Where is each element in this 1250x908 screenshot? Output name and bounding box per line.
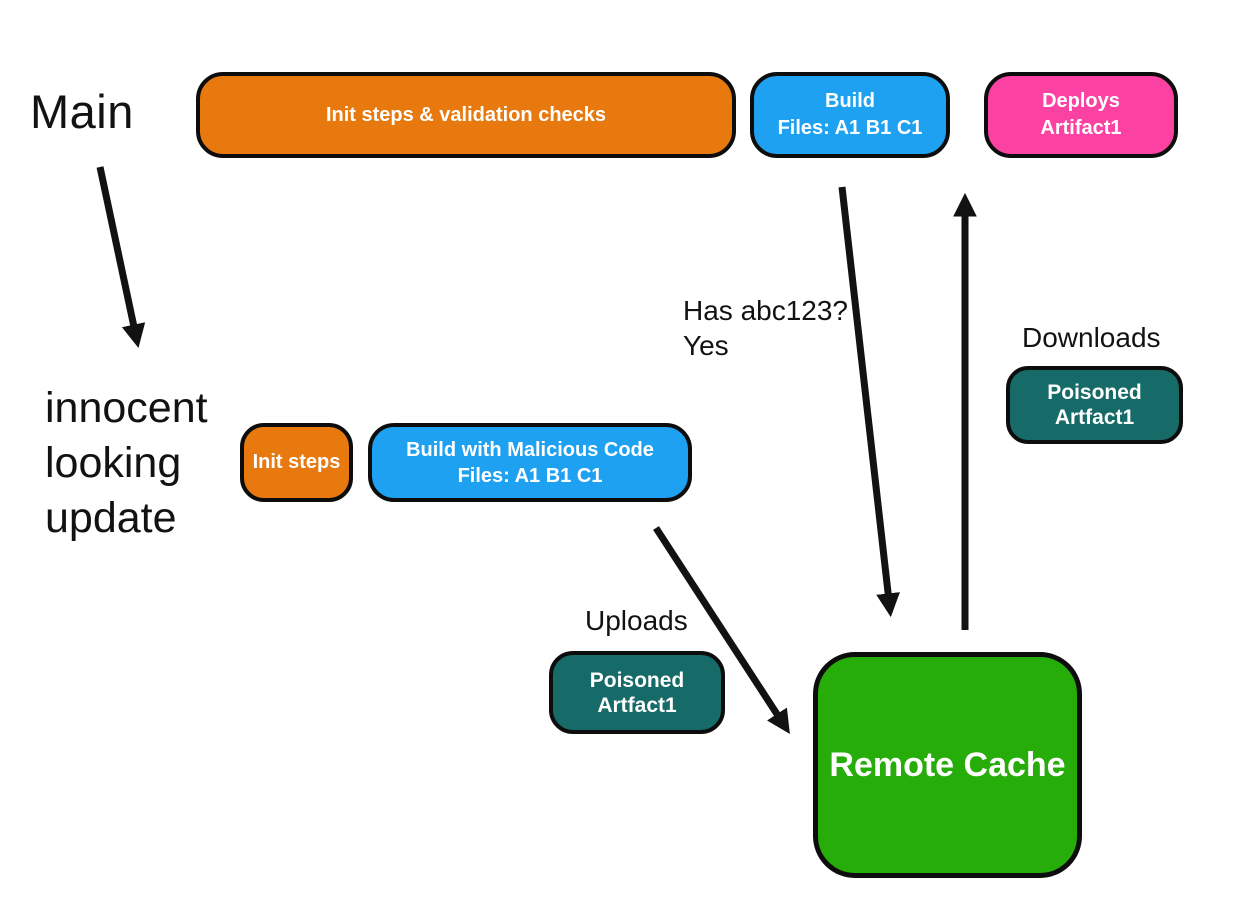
node-label-line: Build with Malicious Code — [406, 438, 654, 461]
node-label-line: Poisoned — [589, 668, 685, 692]
node-label-line: Artfact1 — [597, 693, 677, 717]
node-remote-cache: Remote Cache — [813, 652, 1082, 878]
branch-label-line: update — [45, 494, 177, 542]
node-build-files: Build Files: A1 B1 C1 — [750, 72, 950, 158]
annotation-uploads: Uploads — [585, 605, 688, 636]
annotation-line: Yes — [683, 330, 729, 361]
node-label: Remote Cache — [829, 745, 1066, 784]
branch-label-line: looking — [45, 439, 182, 487]
node-label-line: Artfact1 — [1054, 406, 1135, 429]
annotation-downloads: Downloads — [1022, 322, 1161, 353]
node-init-steps: Init steps — [240, 423, 353, 502]
node-label: Init steps & validation checks — [325, 103, 607, 126]
node-deploys-artifact1: Deploys Artifact1 — [984, 72, 1178, 158]
arrow-build-to-remote-cache — [838, 186, 900, 618]
branch-label-line: innocent — [45, 384, 208, 432]
node-label: Init steps — [252, 451, 341, 473]
node-poisoned-artifact-uploaded: Poisoned Artfact1 — [549, 651, 725, 734]
branch-label-main: Main — [30, 85, 134, 138]
arrow-main-to-update — [96, 166, 146, 348]
node-poisoned-artifact-downloaded: Poisoned Artfact1 — [1006, 366, 1183, 444]
node-init-steps-validation-checks: Init steps & validation checks — [196, 72, 736, 158]
branch-label-innocent-update: innocent looking update — [45, 381, 208, 546]
node-label-line: Poisoned — [1047, 381, 1142, 404]
node-label-line: Build — [825, 90, 875, 112]
node-build-with-malicious-code: Build with Malicious Code Files: A1 B1 C… — [368, 423, 692, 502]
node-label-line: Artifact1 — [1040, 117, 1122, 139]
annotation-has-abc123: Has abc123? Yes — [683, 293, 848, 363]
node-label-line: Deploys — [1042, 90, 1120, 112]
annotation-line: Has abc123? — [683, 295, 849, 326]
node-label-line: Files: A1 B1 C1 — [457, 464, 603, 487]
node-label-line: Files: A1 B1 C1 — [777, 117, 923, 139]
